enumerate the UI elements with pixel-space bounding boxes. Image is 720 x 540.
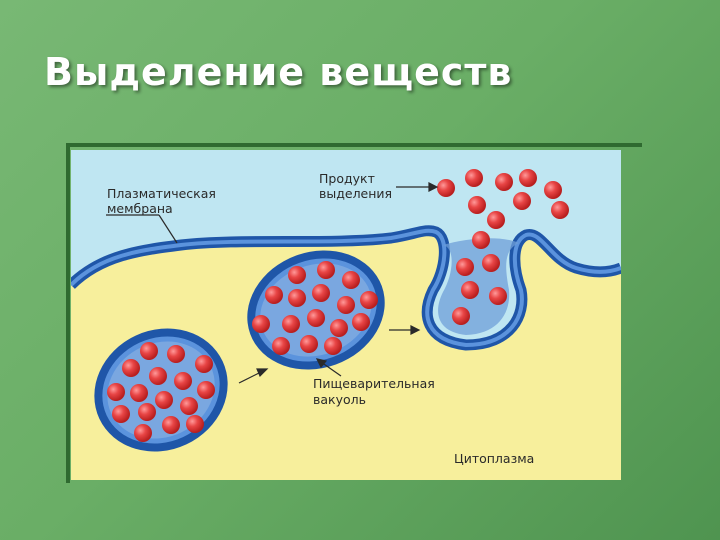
- label-vacuole-1: Пищеварительная: [313, 376, 435, 391]
- label-product-2: выделения: [319, 186, 392, 201]
- frame-top-line: [66, 143, 642, 147]
- particles-left-vacuole: [107, 342, 215, 442]
- label-cytoplasm: Цитоплазма: [454, 451, 534, 466]
- exocytosis-diagram: Плазматическая мембрана Продукт выделени…: [71, 150, 621, 480]
- label-vacuole-2: вакуоль: [313, 392, 366, 407]
- label-pointers: [106, 182, 439, 384]
- particles-middle-vacuole: [252, 261, 378, 355]
- label-plasma-membrane-2: мембрана: [107, 201, 173, 216]
- frame-left-line: [66, 143, 70, 483]
- label-product-1: Продукт: [319, 171, 375, 186]
- plasma-membrane-inner: [71, 228, 621, 347]
- particles-secreted: [437, 169, 569, 229]
- particles-fused-vesicle: [452, 231, 507, 325]
- label-plasma-membrane-1: Плазматическая: [107, 186, 216, 201]
- slide-title: Выделение веществ: [44, 50, 513, 94]
